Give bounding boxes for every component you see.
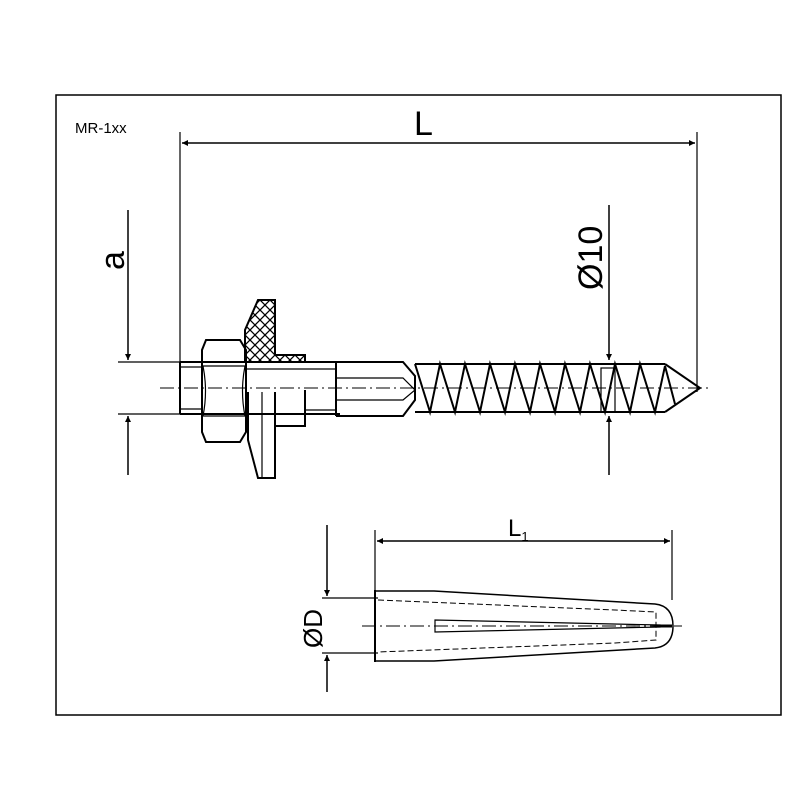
hex-nut: [201, 339, 247, 443]
rubber-seal: [244, 299, 306, 363]
dimension-a: a: [94, 210, 200, 475]
washer: [247, 392, 276, 479]
dimension-diameter-10: Ø10: [572, 205, 616, 475]
hanger-bolt: [160, 299, 712, 479]
dimension-L1: L1: [374, 515, 673, 600]
dimension-diameter-D-label: ØD: [298, 609, 328, 648]
dimension-L-label: L: [414, 105, 433, 143]
wall-plug: [362, 590, 682, 662]
dimension-a-label: a: [94, 251, 132, 270]
drawing-frame: [55, 94, 782, 716]
dimension-diameter-D: ØD: [298, 525, 378, 692]
dimension-L1-main: L: [508, 515, 521, 542]
dimension-L1-label: L1: [508, 515, 529, 544]
dimension-L1-subscript: 1: [521, 529, 528, 544]
screw-thread: [414, 360, 676, 416]
dimension-diameter-10-label: Ø10: [572, 226, 610, 290]
dimension-L: L: [179, 105, 698, 392]
model-code-label: MR-1xx: [75, 120, 127, 137]
